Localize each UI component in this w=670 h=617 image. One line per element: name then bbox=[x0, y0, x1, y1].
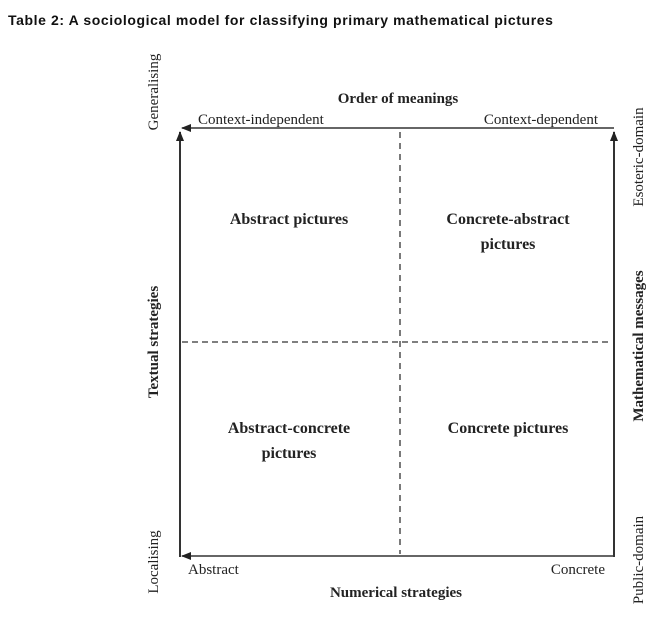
top-right-label: Context-dependent bbox=[484, 112, 599, 128]
right-bottom-label: Public-domain bbox=[631, 515, 647, 604]
right-top-label: Esoteric-domain bbox=[631, 107, 647, 207]
quadrant-concrete-pictures: Concrete pictures bbox=[448, 420, 569, 437]
quadrant-concrete-abstract-line1: Concrete-abstract bbox=[446, 211, 570, 228]
left-bottom-label: Localising bbox=[146, 530, 162, 594]
quadrant-abstract-concrete-line1: Abstract-concrete bbox=[228, 420, 350, 437]
bottom-left-label: Abstract bbox=[188, 562, 240, 578]
right-heading: Mathematical messages bbox=[631, 270, 647, 421]
top-left-label: Context-independent bbox=[198, 112, 325, 128]
left-heading: Textual strategies bbox=[146, 286, 162, 399]
bottom-heading: Numerical strategies bbox=[330, 585, 462, 601]
top-heading: Order of meanings bbox=[338, 91, 459, 107]
left-top-label: Generalising bbox=[146, 53, 162, 130]
quadrant-abstract-pictures: Abstract pictures bbox=[230, 211, 348, 228]
table-title: Table 2: A sociological model for classi… bbox=[8, 12, 554, 28]
bottom-right-label: Concrete bbox=[551, 562, 605, 578]
quadrant-abstract-concrete-line2: pictures bbox=[262, 445, 317, 462]
quadrant-concrete-abstract-line2: pictures bbox=[481, 236, 536, 253]
